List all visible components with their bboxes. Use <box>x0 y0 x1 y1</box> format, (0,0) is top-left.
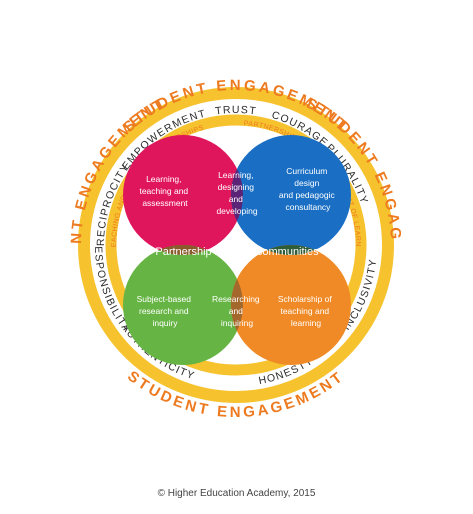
label-curriculum-design: Curriculum design and pedagogic consulta… <box>279 166 337 212</box>
center-label: Partnership learning communities <box>155 246 319 258</box>
label-overlap-top: Learning, designing and developing <box>216 170 257 216</box>
copyright-notice: © Higher Education Academy, 2015 <box>157 488 316 499</box>
circle-curriculum-design <box>231 135 351 255</box>
label-scholarship: Scholarship of teaching and learning <box>278 294 334 328</box>
circle-learning-teaching <box>123 135 243 255</box>
circle-subject-research <box>123 245 243 365</box>
label-learning-teaching: Learning, teaching and assessment <box>139 174 190 208</box>
values-ring <box>105 114 367 376</box>
label-overlap-bottom: Researching and inquiring <box>212 294 262 328</box>
circle-scholarship <box>231 245 351 365</box>
label-subject-research: Subject-based research and inquiry <box>137 294 194 328</box>
student-engagement-ring <box>78 87 394 403</box>
value-trust: TRUST <box>214 104 257 118</box>
